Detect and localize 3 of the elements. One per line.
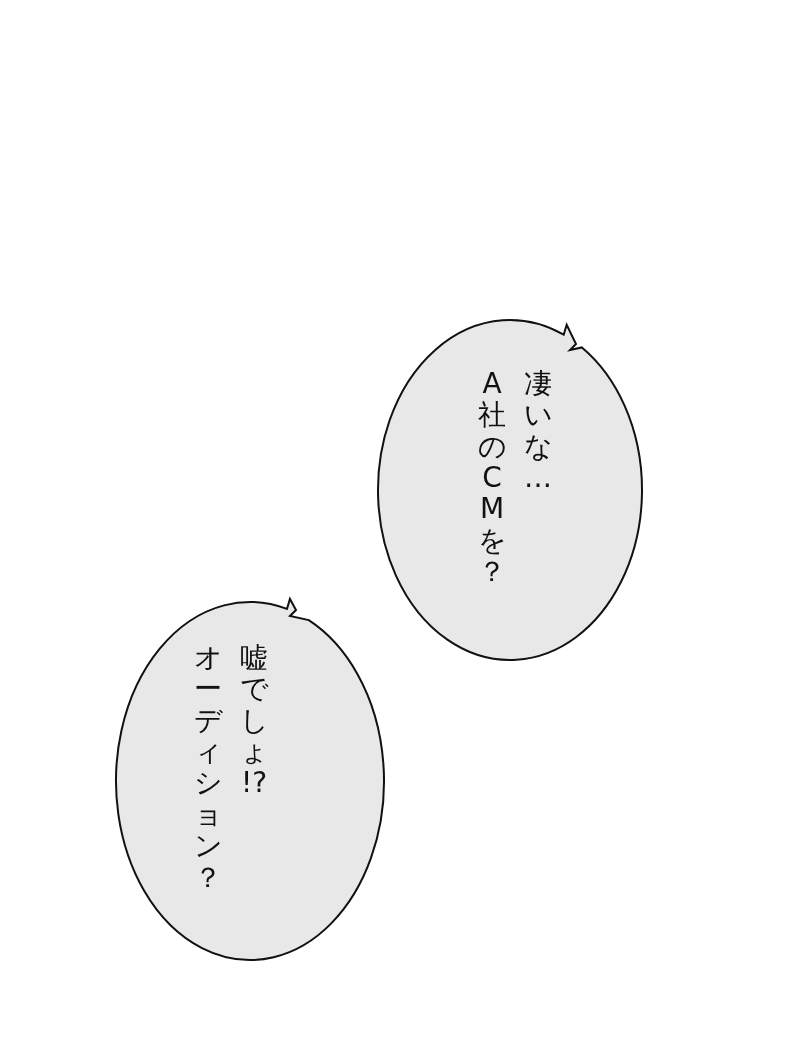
speech-bubble	[376, 318, 644, 664]
speech-text: 凄いな…A社のCMを？	[476, 368, 554, 588]
speech-text: 嘘でしょ!?オーディション？	[192, 642, 270, 893]
